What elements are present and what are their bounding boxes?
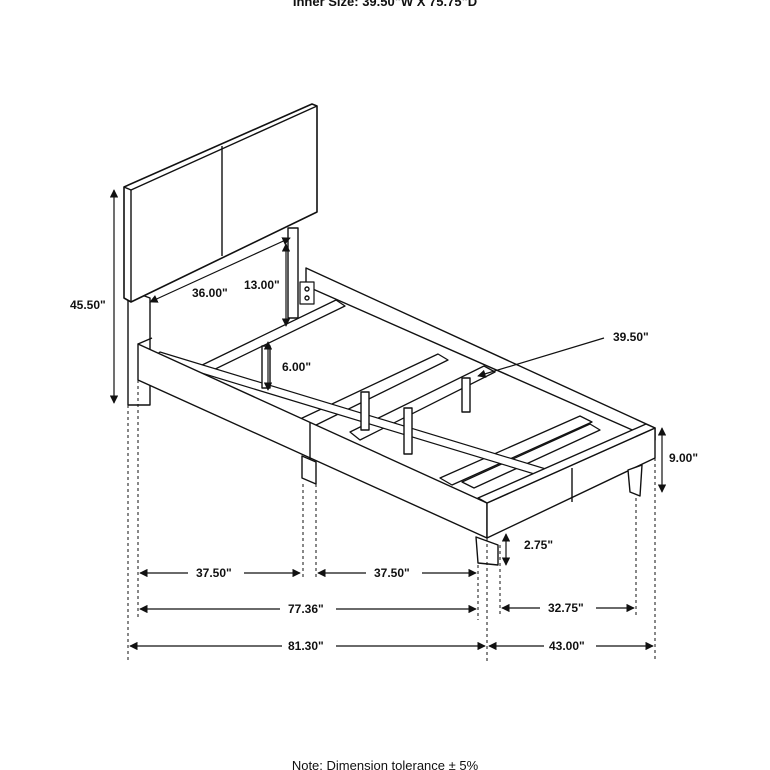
label-inner-leg-width: 32.75"	[548, 601, 584, 615]
label-half-length-right: 37.50"	[374, 566, 410, 580]
dim-headboard-width	[149, 237, 291, 303]
extension-lines	[127, 380, 656, 662]
leg-front-right	[627, 464, 643, 497]
inner-size-header: Inner Size: 39.50"W X 75.75"D	[292, 0, 478, 9]
label-leg-height: 2.75"	[524, 538, 553, 552]
label-headboard-panel-height: 13.00"	[244, 278, 280, 292]
label-half-length-left: 37.50"	[196, 566, 232, 580]
dimension-lines	[109, 189, 667, 651]
support-leg-3	[403, 407, 413, 455]
label-overall-width: 43.00"	[549, 639, 585, 653]
label-rail-length: 77.36"	[288, 602, 324, 616]
label-overall-length: 81.30"	[288, 639, 324, 653]
label-side-rail-height: 9.00"	[669, 451, 698, 465]
tolerance-note: Note: Dimension tolerance ± 5%	[291, 758, 479, 770]
support-leg-2	[360, 391, 370, 431]
dim-inner-width-leader	[477, 337, 605, 378]
label-slat-support-height: 6.00"	[282, 360, 311, 374]
headboard-post-right	[287, 227, 299, 319]
label-total-height: 45.50"	[70, 298, 106, 312]
headboard-bracket	[299, 281, 315, 305]
slats	[195, 299, 601, 489]
bed-frame-drawing	[123, 103, 656, 566]
label-headboard-width: 36.00"	[192, 286, 228, 300]
support-leg-4	[461, 377, 471, 413]
label-inner-width: 39.50"	[613, 330, 649, 344]
support-leg-1	[261, 345, 271, 389]
